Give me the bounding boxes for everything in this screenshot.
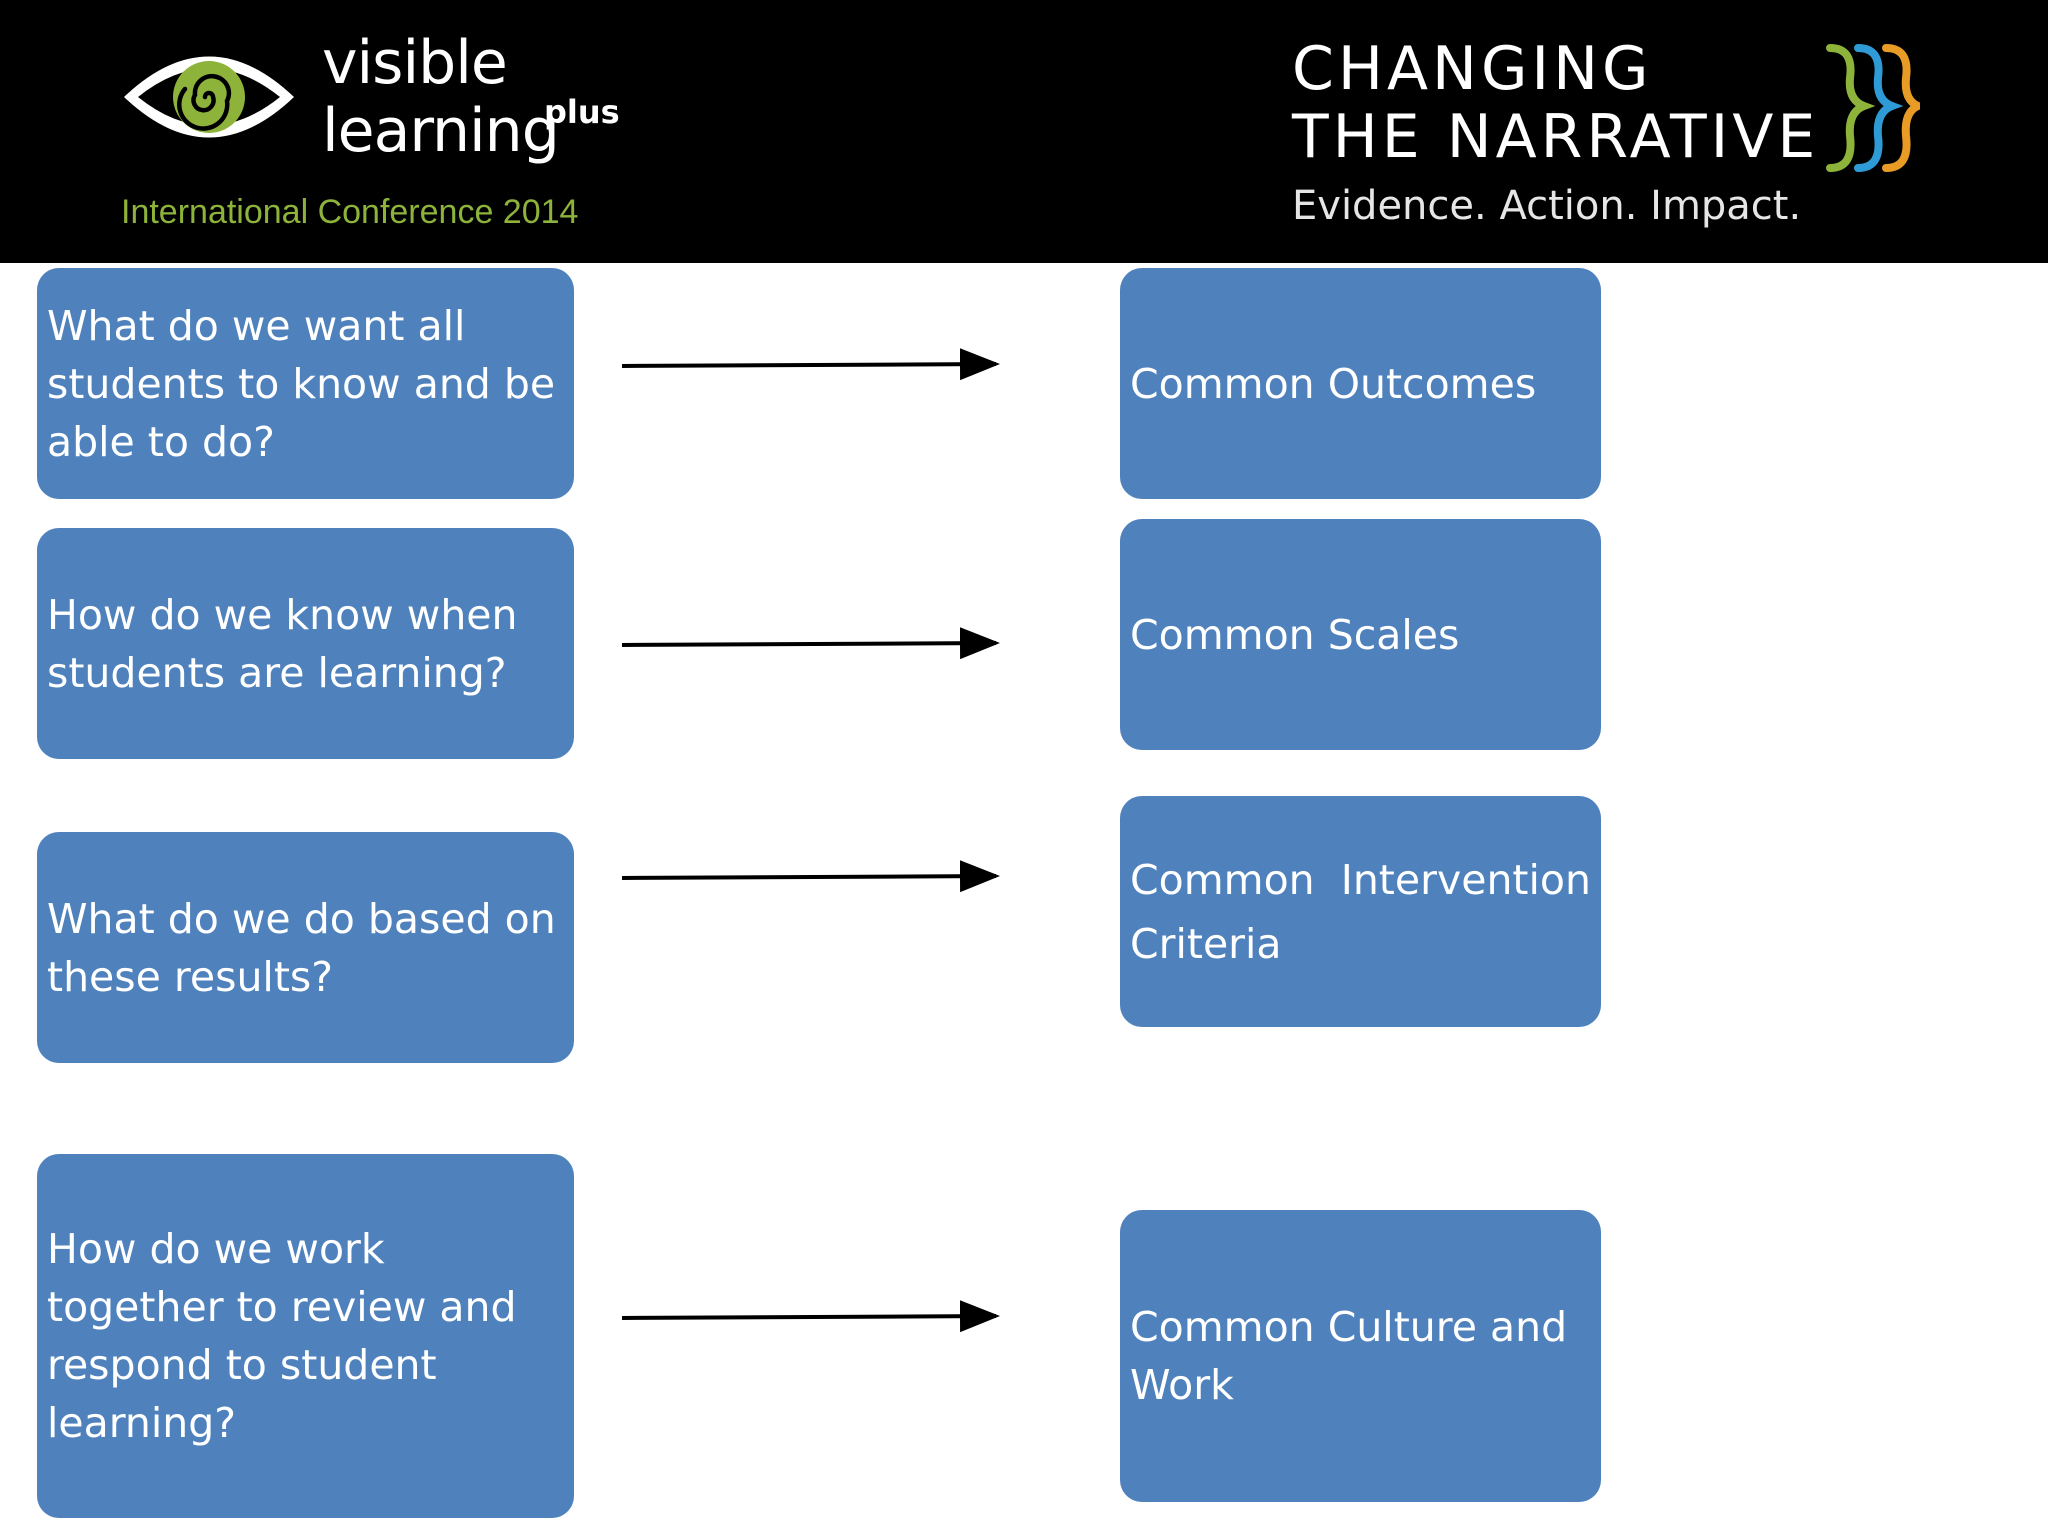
question-box-1: What do we want all students to know and… [37, 268, 574, 499]
answer-box-3: Common Intervention Criteria [1120, 796, 1601, 1027]
theme-title-line-1: CHANGING [1292, 34, 1653, 104]
arrow-4 [621, 1300, 1000, 1333]
brackets-logo-icon [1826, 44, 1920, 172]
arrow-3 [621, 860, 1000, 893]
answer-text-4: Common Culture and Work [1130, 1303, 1568, 1409]
question-text-1: What do we want all students to know and… [47, 301, 556, 466]
answer-text-3: Common Intervention Criteria [1130, 855, 1605, 968]
answer-box-4: Common Culture and Work [1120, 1210, 1601, 1502]
answer-text-2: Common Scales [1130, 610, 1460, 659]
header-banner: visible learning plus International Conf… [0, 0, 2048, 263]
question-text-2: How do we know when students are learnin… [47, 590, 518, 697]
question-box-4: How do we work together to review and re… [37, 1154, 574, 1518]
answer-text-1: Common Outcomes [1130, 359, 1537, 408]
brand-superscript: plus [544, 93, 620, 131]
question-text-4: How do we work together to review and re… [47, 1225, 517, 1447]
question-box-3: What do we do based on these results? [37, 832, 574, 1063]
conference-title: International Conference 2014 [121, 193, 579, 231]
arrow-1 [621, 348, 1000, 381]
arrow-2 [621, 627, 1000, 660]
answer-box-2: Common Scales [1120, 519, 1601, 750]
eye-logo-icon [124, 56, 294, 138]
question-box-2: How do we know when students are learnin… [37, 528, 574, 759]
brand-name-line-2: learning [322, 96, 560, 166]
question-text-3: What do we do based on these results? [47, 894, 556, 1001]
answer-box-1: Common Outcomes [1120, 268, 1601, 499]
theme-title-line-2: THE NARRATIVE [1292, 102, 1820, 172]
brand-name-line-1: visible [322, 28, 508, 98]
tagline: Evidence. Action. Impact. [1292, 183, 1802, 229]
